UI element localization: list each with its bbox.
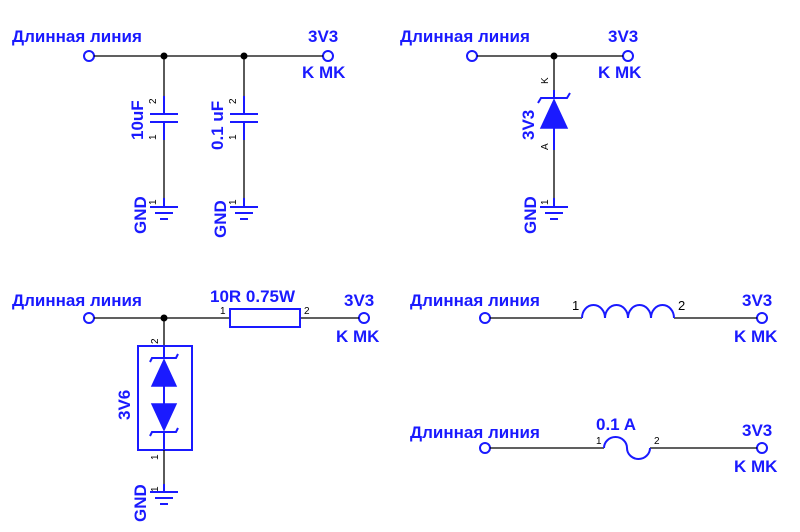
c2-value: 0.1 uF [208, 101, 227, 150]
vcc-label: 3V3 [742, 291, 772, 310]
zener-value: 3V3 [519, 110, 538, 140]
input-terminal [466, 50, 478, 62]
input-terminal [479, 442, 491, 454]
pin-1-label: 1 [148, 199, 159, 205]
output-terminal [322, 50, 334, 62]
pin-1-label: 1 [150, 454, 161, 460]
ground-symbol: GND [211, 198, 258, 238]
output-terminal [756, 312, 768, 324]
pin-1-label: 1 [596, 436, 602, 447]
pin-1-label: 1 [220, 306, 226, 317]
gnd-label: GND [131, 196, 150, 234]
input-terminal [83, 50, 95, 62]
resistor-value: 10R 0.75W [210, 287, 296, 306]
cathode-label: K [540, 77, 551, 84]
line-label: Длинная линия [410, 423, 540, 442]
pin-1-label: 1 [540, 199, 551, 205]
c1-value: 10uF [128, 100, 147, 140]
mcu-label: K MK [598, 63, 642, 82]
output-terminal [756, 442, 768, 454]
gnd-label: GND [211, 200, 230, 238]
panel-fuse: Длинная линия 0.1 A 3V3 K MK 1 2 [410, 415, 778, 476]
gnd-label: GND [131, 484, 150, 522]
pin-2-label: 2 [148, 98, 159, 104]
output-terminal [358, 312, 370, 324]
input-terminal [83, 312, 95, 324]
line-label: Длинная линия [12, 27, 142, 46]
vcc-label: 3V3 [308, 27, 338, 46]
pin-1-label: 1 [572, 298, 579, 313]
pin-1-label: 1 [228, 199, 239, 205]
line-label: Длинная линия [410, 291, 540, 310]
input-terminal [479, 312, 491, 324]
line-label: Длинная линия [12, 291, 142, 310]
gnd-label: GND [521, 196, 540, 234]
line-label: Длинная линия [400, 27, 530, 46]
pin-2-label: 2 [228, 98, 239, 104]
capacitor-c1: 2 1 1 10uF [128, 56, 178, 205]
ground-symbol: GND [521, 196, 568, 234]
vcc-label: 3V3 [742, 421, 772, 440]
fuse-value: 0.1 A [596, 415, 636, 434]
panel-capacitors: Длинная линия 3V3 K MK 2 1 1 10uF GND [12, 27, 346, 238]
pin-2-label: 2 [678, 298, 685, 313]
pin-1-label: 1 [148, 134, 159, 140]
resistor: 1 2 [220, 306, 310, 328]
tvs-value: 3V6 [115, 390, 134, 420]
pin-1-label: 1 [228, 134, 239, 140]
fuse: 1 2 [596, 436, 660, 460]
panel-zener: Длинная линия 3V3 K MK K A 1 3V3 GND [400, 27, 642, 234]
mcu-label: K MK [734, 457, 778, 476]
panel-inductor: Длинная линия 3V3 K MK 1 2 [410, 291, 778, 346]
pin-2-label: 2 [304, 306, 310, 317]
capacitor-c2: 2 1 1 0.1 uF [208, 56, 258, 205]
tvs-diode: 2 1 1 3V6 [115, 318, 193, 492]
mcu-label: K MK [734, 327, 778, 346]
pin-2-label: 2 [654, 436, 660, 447]
inductor: 1 2 [572, 298, 685, 319]
panel-tvs-resistor: Длинная линия 10R 0.75W 3V3 K MK 1 2 2 1 [12, 287, 380, 522]
output-terminal [622, 50, 634, 62]
ground-symbol: GND [131, 484, 178, 522]
anode-label: A [540, 143, 551, 150]
ground-symbol: GND [131, 196, 178, 234]
mcu-label: K MK [336, 327, 380, 346]
mcu-label: K MK [302, 63, 346, 82]
pin-2-label: 2 [150, 338, 161, 344]
zener-diode: K A 1 3V3 [519, 56, 571, 205]
vcc-label: 3V3 [608, 27, 638, 46]
pin-1-label: 1 [150, 486, 161, 492]
vcc-label: 3V3 [344, 291, 374, 310]
